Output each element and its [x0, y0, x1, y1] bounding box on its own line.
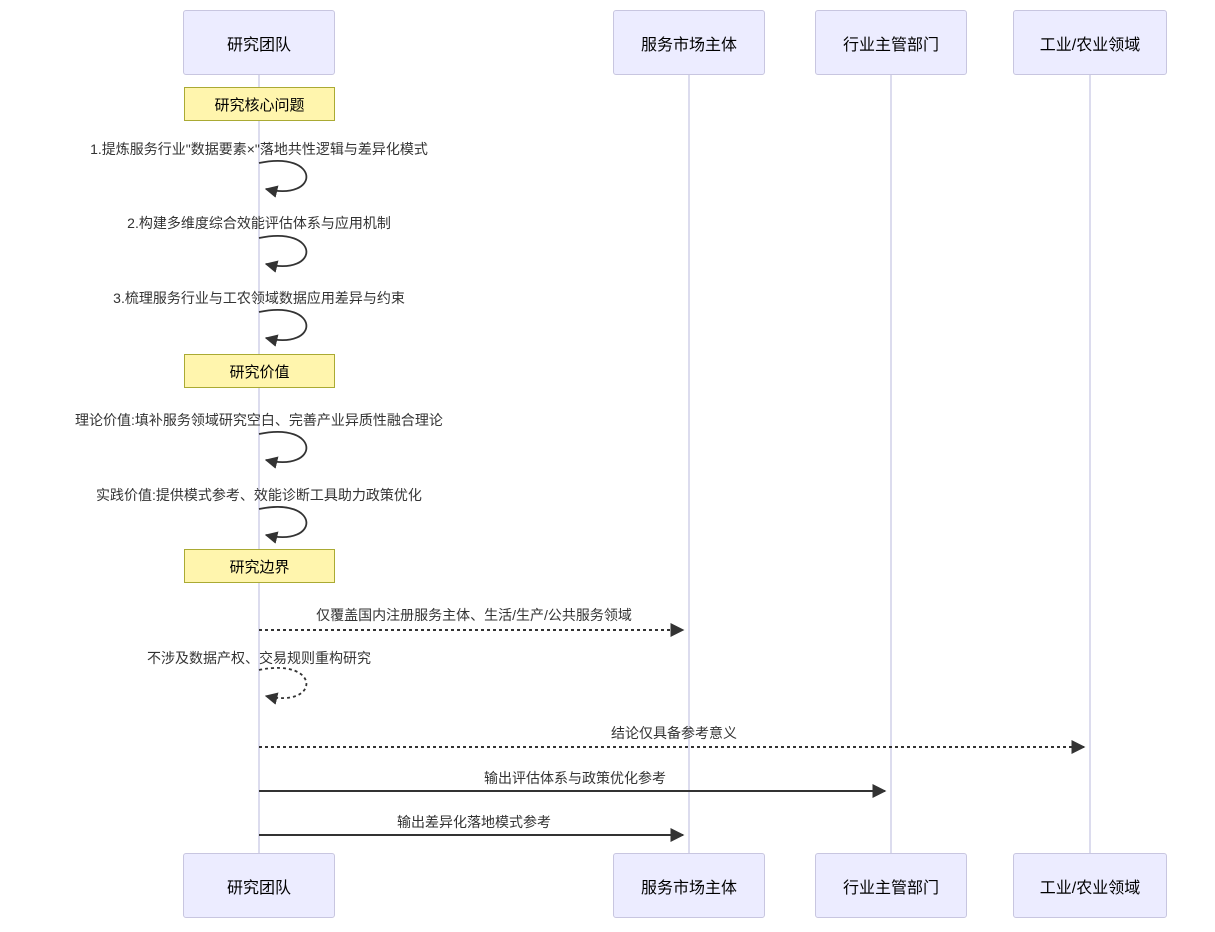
message-label-msg6: 仅覆盖国内注册服务主体、生活/生产/公共服务领域 — [316, 607, 632, 623]
self-loop-arrow-msg3 — [258, 309, 308, 347]
message-label-msg9: 输出评估体系与政策优化参考 — [484, 770, 666, 786]
actor-bottom-research-team: 研究团队 — [183, 853, 335, 918]
self-loop-arrow-msg2 — [258, 235, 308, 273]
note-core-questions: 研究核心问题 — [184, 87, 335, 121]
note-research-value: 研究价值 — [184, 354, 335, 388]
actor-top-industry-agriculture: 工业/农业领域 — [1013, 10, 1167, 75]
dashed-self-loop-arrow-msg7 — [258, 667, 308, 705]
actor-bottom-industry-authority: 行业主管部门 — [815, 853, 967, 918]
self-loop-arrow-msg4 — [258, 431, 308, 469]
message-label-msg8: 结论仅具备参考意义 — [611, 725, 737, 741]
message-label-msg4: 理论价值:填补服务领域研究空白、完善产业异质性融合理论 — [75, 412, 443, 428]
actor-bottom-industry-agriculture: 工业/农业领域 — [1013, 853, 1167, 918]
message-label-msg2: 2.构建多维度综合效能评估体系与应用机制 — [127, 215, 391, 231]
message-label-msg7: 不涉及数据产权、交易规则重构研究 — [147, 650, 371, 666]
actor-top-research-team: 研究团队 — [183, 10, 335, 75]
message-label-msg5: 实践价值:提供模式参考、效能诊断工具助力政策优化 — [96, 487, 422, 503]
message-label-msg3: 3.梳理服务行业与工农领域数据应用差异与约束 — [113, 290, 405, 306]
actor-top-service-market: 服务市场主体 — [613, 10, 765, 75]
message-label-msg1: 1.提炼服务行业"数据要素×"落地共性逻辑与差异化模式 — [90, 141, 428, 157]
actor-bottom-service-market: 服务市场主体 — [613, 853, 765, 918]
actor-top-industry-authority: 行业主管部门 — [815, 10, 967, 75]
self-loop-arrow-msg5 — [258, 506, 308, 544]
self-loop-arrow-msg1 — [258, 160, 308, 198]
message-label-msg10: 输出差异化落地模式参考 — [397, 814, 551, 830]
note-research-boundary: 研究边界 — [184, 549, 335, 583]
